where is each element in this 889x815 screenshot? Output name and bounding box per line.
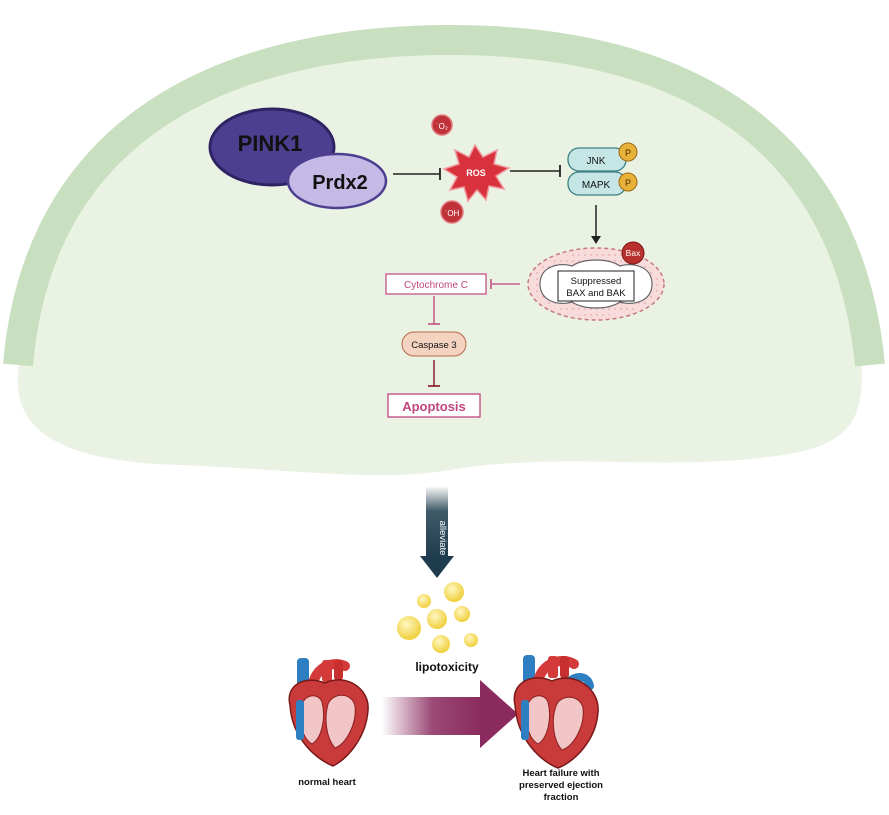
progression-arrow-head <box>480 680 518 748</box>
bax-badge <box>621 241 645 265</box>
lipid-droplet <box>427 609 447 629</box>
hfpef-label-line2: preserved ejection <box>519 780 603 791</box>
progression-arrow-shaft <box>382 697 482 735</box>
caspase-box <box>401 331 467 357</box>
prdx2-protein <box>286 152 388 210</box>
mapk-phospho <box>618 172 638 192</box>
hydroxyl-radical <box>440 200 464 224</box>
hfpef-label-line1: Heart failure with <box>522 768 599 779</box>
lipid-droplet <box>397 616 421 640</box>
bax-badge-label: Bax <box>626 248 641 258</box>
caspase-label: Caspase 3 <box>411 340 456 351</box>
mito-label-line1: Suppressed <box>571 276 622 287</box>
jnk-phospho <box>618 142 638 162</box>
normal-heart-icon <box>288 658 369 767</box>
lipid-droplet <box>454 606 470 622</box>
prdx2-label: Prdx2 <box>312 172 368 194</box>
arrow-kinase-mito-head <box>591 236 601 244</box>
cell-membrane <box>3 24 885 367</box>
pink1-label: PINK1 <box>238 131 303 156</box>
hydroxyl-label: ˙OH <box>445 209 460 218</box>
mapk-label: MAPK <box>582 180 611 191</box>
superoxide-radical <box>431 114 453 136</box>
lipid-droplets <box>397 582 478 653</box>
lipotoxicity-label: lipotoxicity <box>415 660 479 674</box>
alleviate-arrow-shaft <box>426 486 448 558</box>
lipid-droplet <box>444 582 464 602</box>
alleviate-arrow-head <box>420 556 454 578</box>
apoptosis-label: Apoptosis <box>402 399 466 414</box>
mapk-phospho-label: P <box>625 178 631 188</box>
hfpef-label-line3: fraction <box>544 792 579 803</box>
cytochrome-box <box>385 273 487 295</box>
normal-heart-label: normal heart <box>298 777 356 788</box>
alleviate-label: alleviate <box>437 521 448 556</box>
cytochrome-label: Cytochrome C <box>404 280 468 291</box>
mito-label-box <box>557 270 635 302</box>
mito-label-line2: BAX and BAK <box>566 288 626 299</box>
ros-label: ROS <box>466 168 486 178</box>
jnk-label: JNK <box>587 156 606 167</box>
hfpef-heart-icon <box>513 655 599 769</box>
ros-burst <box>442 143 511 203</box>
lipid-droplet <box>417 594 431 608</box>
lipid-droplet <box>432 635 450 653</box>
apoptosis-box <box>387 393 481 418</box>
jnk-phospho-label: P <box>625 148 631 158</box>
lipid-droplet <box>464 633 478 647</box>
superoxide-label: ˙O₂ <box>436 122 448 131</box>
